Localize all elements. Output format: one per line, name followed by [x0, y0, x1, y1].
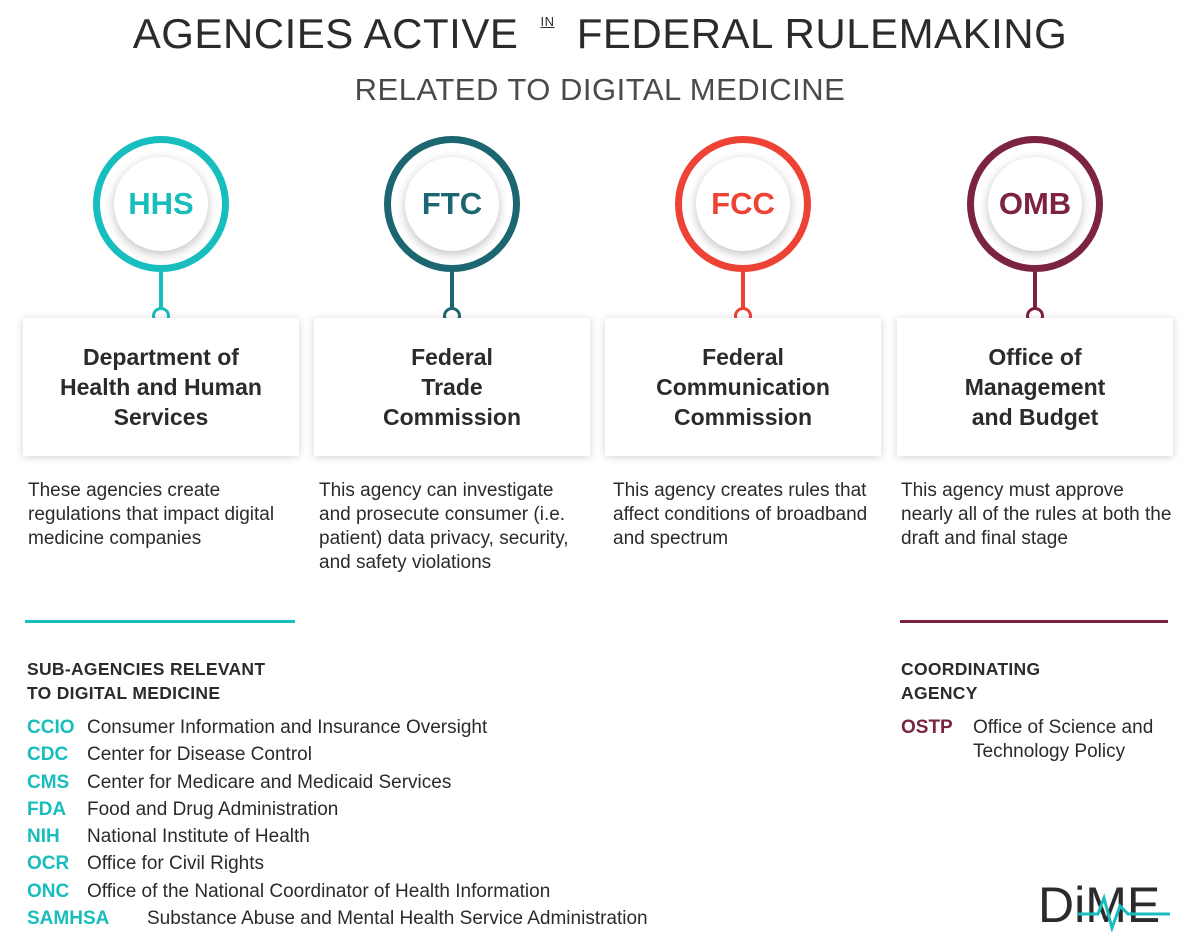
sub-agency-name: Office for Civil Rights	[87, 853, 265, 875]
heading-line: TO DIGITAL MEDICINE	[27, 683, 221, 703]
agency-name-line: Health and Human	[60, 374, 262, 400]
sub-agency-name: Office of the National Coordinator of He…	[87, 880, 551, 902]
page-subtitle: RELATED TO DIGITAL MEDICINE	[354, 72, 846, 107]
sub-agency-abbr: CDC	[27, 744, 69, 766]
connector-stem	[450, 272, 454, 310]
agency-name-line: Commission	[673, 404, 813, 430]
heading-line: SUB-AGENCIES RELEVANT	[27, 659, 266, 679]
title-connector: IN	[540, 14, 555, 29]
agency-description-fcc: This agency creates rules that affect co…	[613, 480, 868, 549]
sub-agency-abbr: SAMHSA	[27, 908, 110, 930]
agency-column-fcc: FCC Federal Communication Commission Thi…	[605, 0, 881, 950]
agency-abbr-fcc: FCC	[696, 157, 790, 251]
coordinating-agency-item: OSTP Office of Science and Technology Pol…	[901, 716, 1163, 764]
agency-ring-omb: OMB	[967, 136, 1103, 272]
title-part-1: AGENCIES ACTIVE	[132, 10, 519, 57]
agency-ring-hhs: HHS	[93, 136, 229, 272]
agency-name-line: Federal	[411, 344, 493, 370]
sub-agencies-heading: SUB-AGENCIES RELEVANT TO DIGITAL MEDICIN…	[27, 657, 265, 705]
section-divider-hhs	[25, 620, 295, 623]
agency-name-line: Department of	[83, 344, 239, 370]
list-item: FDA Food and Drug Administration	[27, 798, 648, 825]
sub-agency-abbr: CCIO	[27, 717, 75, 738]
agency-card-fcc: Federal Communication Commission	[605, 318, 881, 456]
agency-column-omb: OMB Office of Management and Budget This…	[897, 0, 1173, 950]
agency-abbr-ftc: FTC	[405, 157, 499, 251]
connector-stem	[1033, 272, 1037, 310]
connector-stem	[741, 272, 745, 310]
agency-description-hhs: These agencies create regulations that i…	[28, 480, 275, 549]
sub-agency-list: CCIO Consumer Information and Insurance O…	[27, 716, 648, 934]
title-part-2: FEDERAL RULEMAKING	[576, 10, 1068, 57]
list-item: ONC Office of the National Coordinator of…	[27, 880, 648, 907]
heading-line: AGENCY	[901, 683, 978, 703]
agency-description-omb: This agency must approve nearly all of t…	[901, 480, 1172, 549]
page-title: AGENCIES ACTIVE IN FEDERAL RULEMAKING	[0, 10, 1200, 58]
agency-description-ftc: This agency can investigate and prosecut…	[319, 480, 569, 573]
agency-name-line: Services	[113, 404, 209, 430]
sub-agency-name: Consumer Information and Insurance Overs…	[87, 717, 488, 738]
list-item: CDC Center for Disease Control	[27, 743, 648, 770]
list-item: CMS Center for Medicare and Medicaid Serv…	[27, 771, 648, 798]
sub-agency-name: Center for Disease Control	[87, 744, 312, 766]
agency-column-ftc: FTC Federal Trade Commission This agency…	[314, 0, 590, 950]
coordinating-agency-heading: COORDINATING AGENCY	[901, 657, 1040, 705]
coordinating-agency-abbr: OSTP	[901, 717, 953, 738]
sub-agency-abbr: OCR	[27, 853, 70, 875]
sub-agency-name: Substance Abuse and Mental Health Servic…	[147, 908, 648, 930]
agency-name-line: Management	[964, 374, 1106, 400]
sub-agency-abbr: ONC	[27, 880, 70, 902]
agency-ring-ftc: FTC	[384, 136, 520, 272]
sub-agency-abbr: NIH	[27, 826, 60, 848]
agency-card-hhs: Department of Health and Human Services	[23, 318, 299, 456]
sub-agency-abbr: CMS	[27, 771, 70, 793]
heading-line: COORDINATING	[901, 659, 1041, 679]
agency-ring-fcc: FCC	[675, 136, 811, 272]
agency-name-line: Commission	[382, 404, 522, 430]
dime-logo-text: DiME	[1038, 877, 1160, 932]
sub-agency-name: Center for Medicare and Medicaid Service…	[87, 771, 452, 793]
agency-abbr-omb: OMB	[988, 157, 1082, 251]
list-item: SAMHSA Substance Abuse and Mental Health …	[27, 907, 648, 934]
sub-agency-abbr: FDA	[27, 798, 67, 820]
connector-stem	[159, 272, 163, 310]
agency-name-line: Trade	[421, 374, 483, 400]
heartbeat-line	[1078, 893, 1170, 932]
agency-name-line: Office of	[988, 344, 1082, 370]
sub-agency-name: Food and Drug Administration	[87, 798, 339, 820]
section-divider-omb	[900, 620, 1168, 623]
agency-name-line: Federal	[702, 344, 784, 370]
coordinating-agency-name: Office of Science and Technology Policy	[973, 717, 1154, 762]
agency-name-line: and Budget	[971, 404, 1099, 430]
list-item: NIH National Institute of Health	[27, 825, 648, 852]
sub-agency-name: National Institute of Health	[87, 826, 310, 848]
list-item: CCIO Consumer Information and Insurance O…	[27, 716, 648, 743]
dime-logo: DiME	[1038, 877, 1170, 932]
list-item: OCR Office for Civil Rights	[27, 852, 648, 879]
agency-card-ftc: Federal Trade Commission	[314, 318, 590, 456]
agency-column-hhs: HHS Department of Health and Human Servi…	[23, 0, 299, 950]
agency-abbr-hhs: HHS	[114, 157, 208, 251]
agency-name-line: Communication	[656, 374, 830, 400]
agency-card-omb: Office of Management and Budget	[897, 318, 1173, 456]
